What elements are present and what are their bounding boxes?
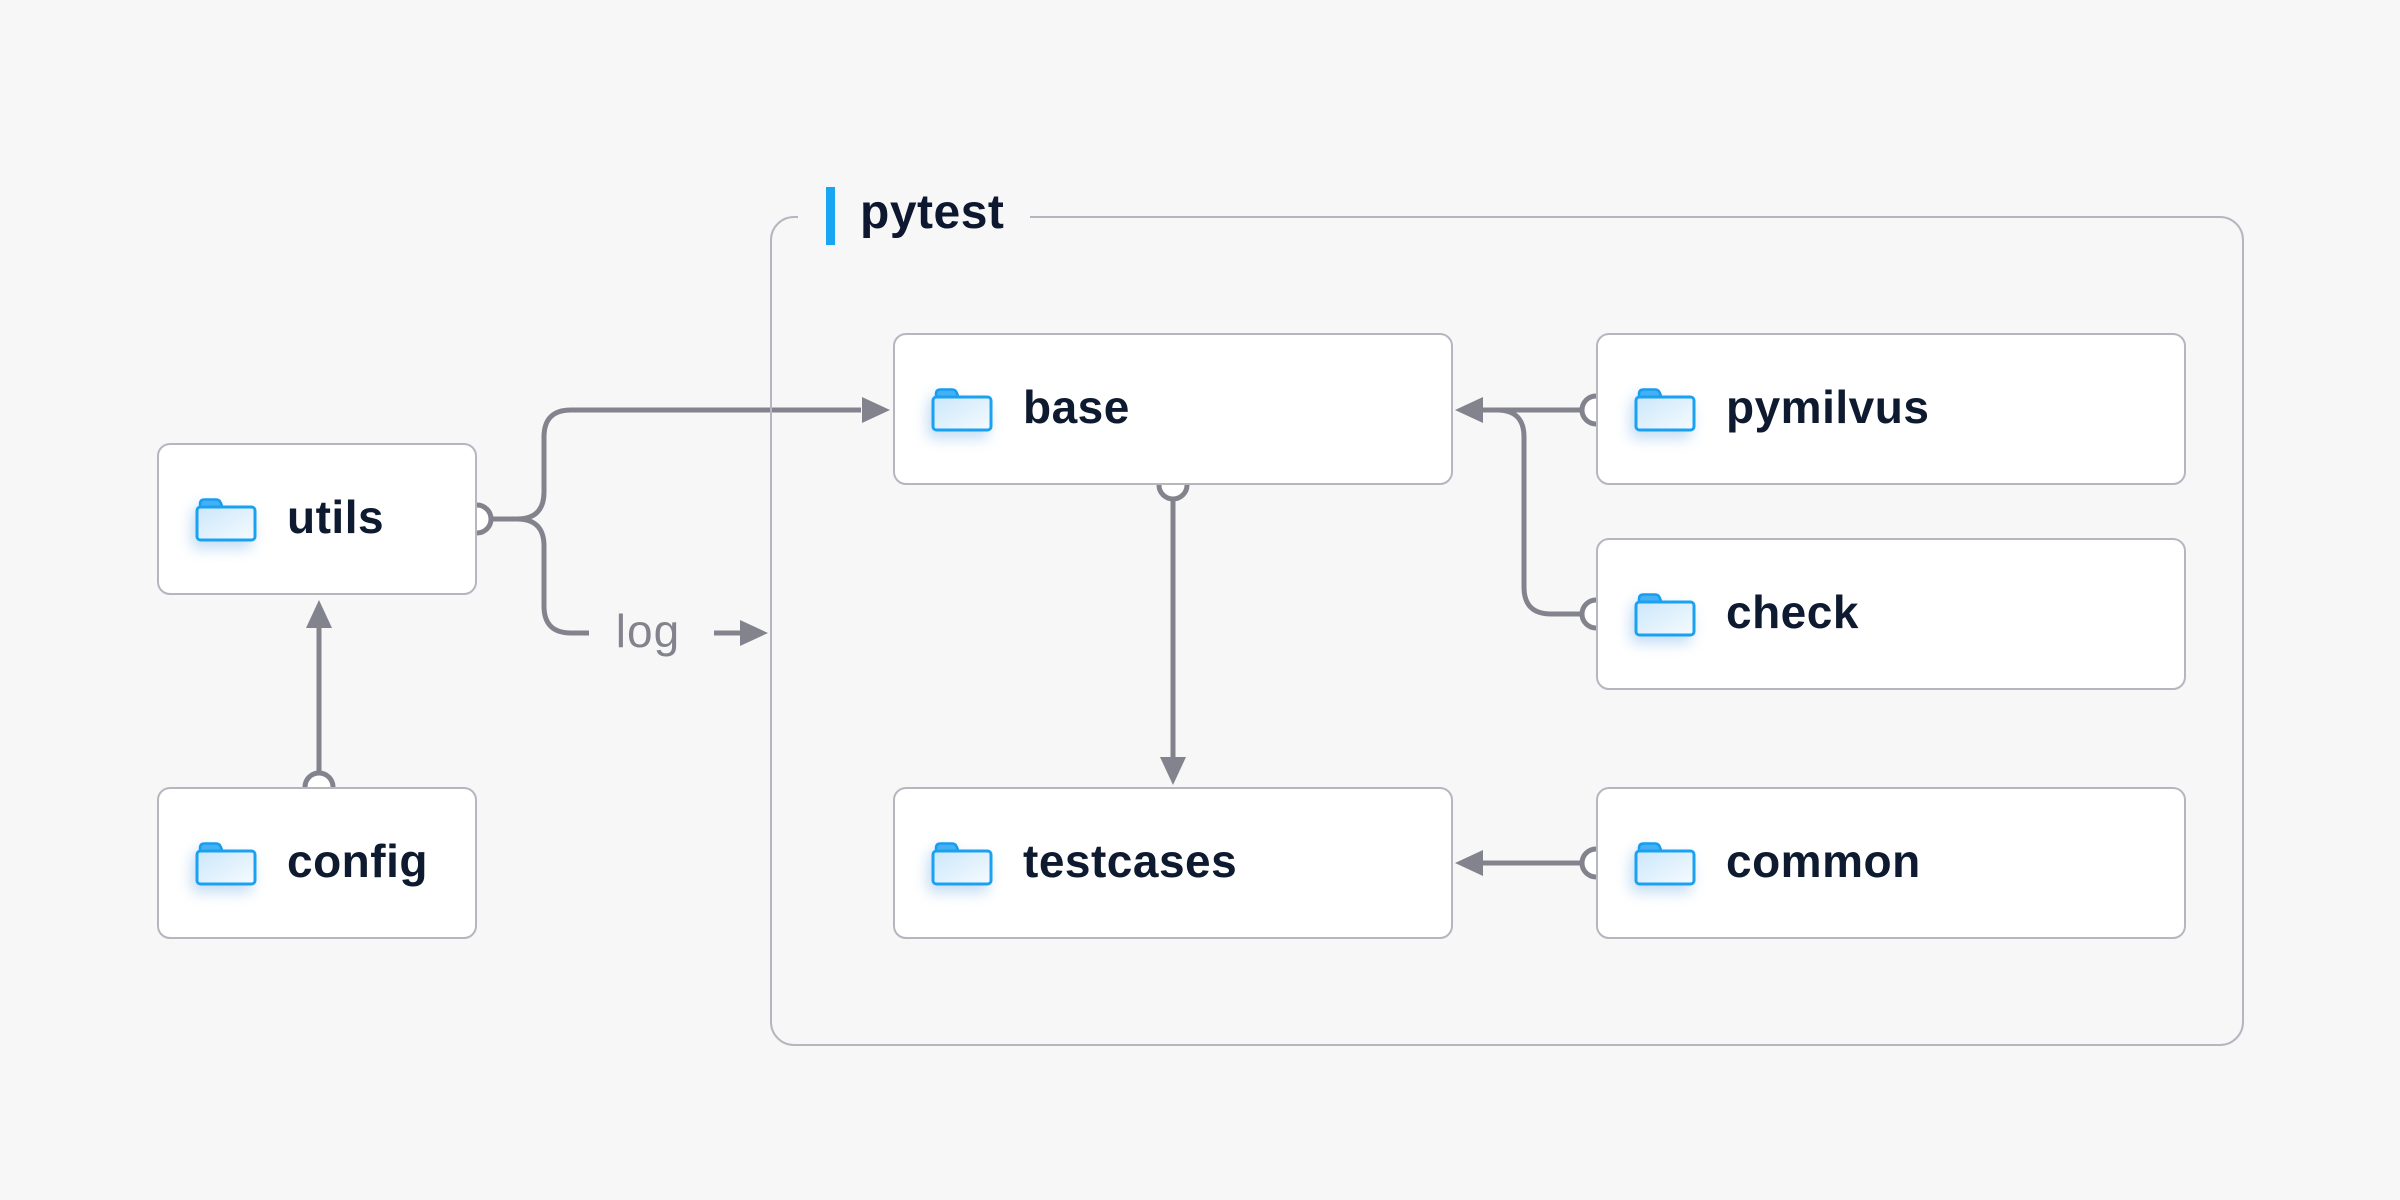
edge-config-utils-arrowhead <box>306 600 332 628</box>
folder-icon <box>1632 838 1698 888</box>
node-label: check <box>1726 586 1859 638</box>
folder-icon <box>929 384 995 434</box>
folder-icon <box>193 494 259 544</box>
edge-utils-base-arrowhead <box>862 397 890 423</box>
node-utils: utils <box>157 443 477 595</box>
node-testcases: testcases <box>893 787 1453 939</box>
edge-common-testcases-arrowhead <box>1455 850 1483 876</box>
node-label: pymilvus <box>1726 381 1930 433</box>
pytest-group-label-text: pytest <box>860 186 1005 239</box>
pytest-group-container <box>770 216 2244 1046</box>
node-common: common <box>1596 787 2186 939</box>
folder-icon <box>193 838 259 888</box>
folder-icon <box>1632 589 1698 639</box>
edge-utils-base <box>516 407 861 522</box>
edge-log-arrowhead <box>740 620 768 646</box>
node-pymilvus: pymilvus <box>1596 333 2186 485</box>
accent-bar <box>826 187 835 245</box>
edge-utils-log <box>516 516 589 636</box>
node-label: testcases <box>1023 835 1238 887</box>
node-config: config <box>157 787 477 939</box>
node-label: common <box>1726 835 1921 887</box>
edge-pymilvus-base-arrowhead <box>1455 397 1483 423</box>
folder-icon <box>929 838 995 888</box>
folder-icon <box>1632 384 1698 434</box>
node-check: check <box>1596 538 2186 690</box>
pytest-group-label: pytest <box>798 184 1031 248</box>
node-label: config <box>287 835 428 887</box>
edge-check-base <box>1483 407 1582 617</box>
edge-base-testcases-arrowhead <box>1160 757 1186 785</box>
node-base: base <box>893 333 1453 485</box>
log-edge-label: log <box>592 603 704 658</box>
node-label: base <box>1023 381 1130 433</box>
node-label: utils <box>287 491 385 543</box>
